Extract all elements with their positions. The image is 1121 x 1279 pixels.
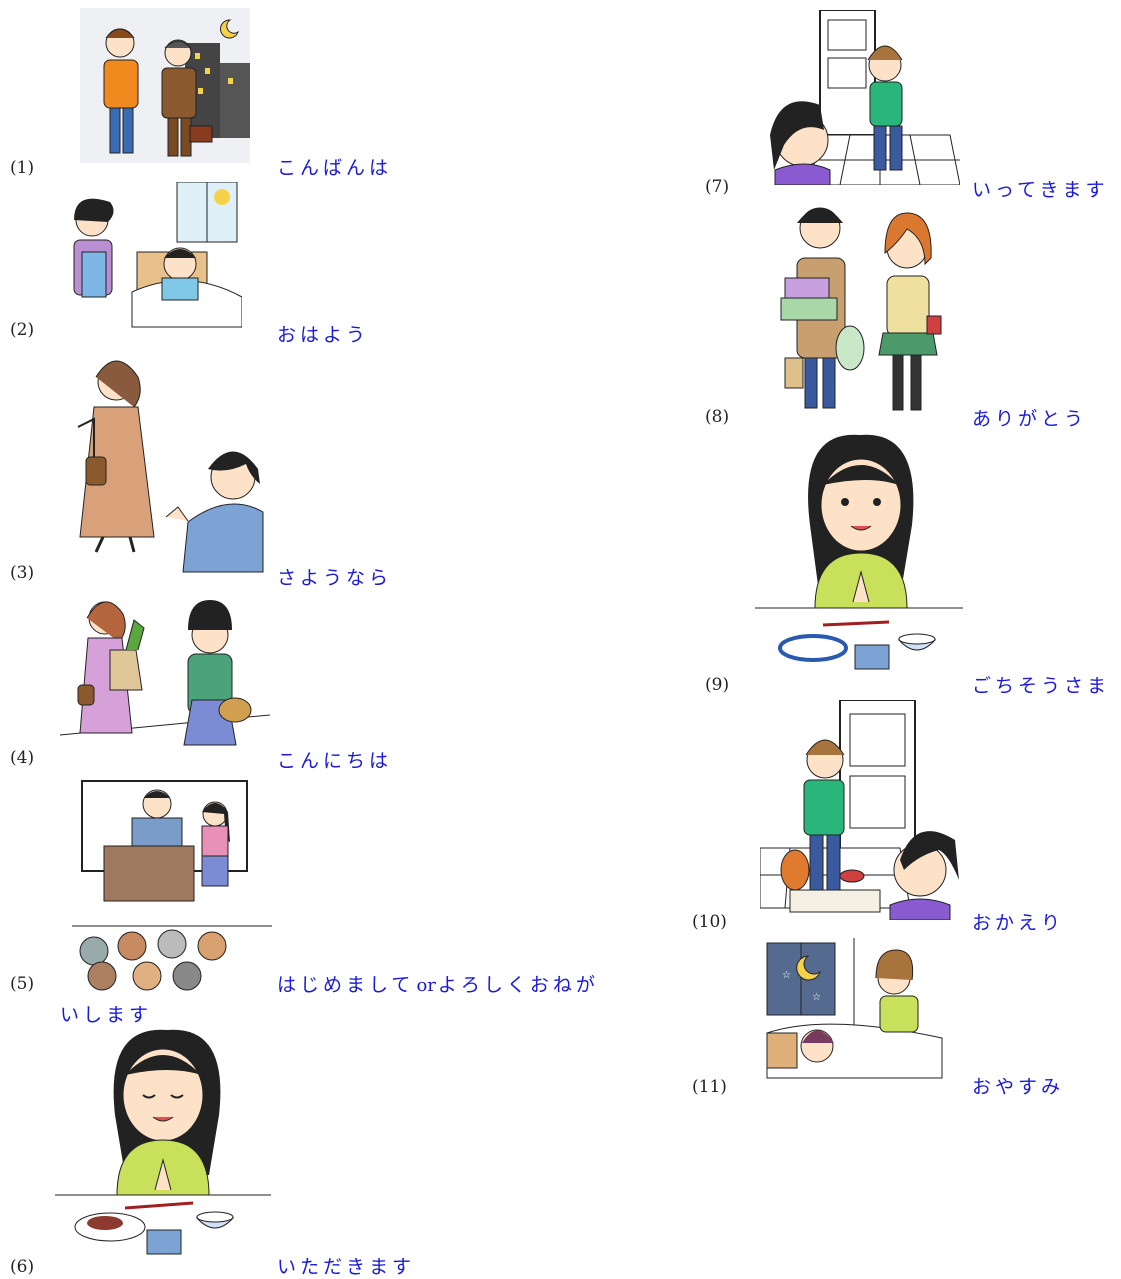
item-number: (5): [10, 974, 35, 994]
phrase-label: ごちそうさま: [972, 675, 1111, 697]
coming-home-icon: [760, 700, 960, 920]
item-number: (9): [705, 675, 730, 695]
leaving-home-icon: [760, 10, 960, 185]
phrase-part-b: よろしくおねが: [437, 974, 599, 996]
item-number: (8): [705, 407, 730, 427]
phrase-part-a: はじめまして: [277, 974, 415, 996]
phrase-label: いただきます: [277, 1256, 416, 1278]
phrase-continuation: いします: [60, 1004, 153, 1026]
svg-text:☆: ☆: [812, 992, 821, 1003]
woman-waving-goodbye-icon: [68, 347, 268, 575]
item-number: (3): [10, 563, 35, 583]
item-number: (10): [692, 912, 727, 932]
classroom-introduction-icon: [72, 776, 272, 991]
phrase-label: おかえり: [972, 912, 1065, 934]
item-number: (4): [10, 748, 35, 768]
receiving-gifts-icon: [775, 198, 945, 420]
girl-after-meal-icon: [755, 430, 965, 670]
phrase-label: おやすみ: [972, 1076, 1065, 1098]
phrase-label: こんにちは: [277, 750, 393, 772]
two-men-night-icon: [80, 8, 250, 168]
women-greeting-icon: [60, 590, 270, 768]
phrase-label: いってきます: [972, 179, 1109, 201]
phrase-label: おはよう: [277, 324, 370, 346]
girl-before-meal-icon: [55, 1025, 271, 1255]
goodnight-icon: ☆☆: [762, 938, 947, 1088]
or-word: or: [416, 975, 436, 996]
item-number: (6): [10, 1257, 35, 1277]
phrase-label: ありがとう: [972, 408, 1088, 430]
item-number: (1): [10, 158, 35, 178]
phrase-label: こんばんは: [277, 157, 393, 179]
item-number: (2): [10, 320, 35, 340]
phrase-label: さようなら: [277, 567, 393, 589]
item-number: (11): [692, 1077, 727, 1097]
mother-waking-boy-icon: [62, 182, 242, 332]
svg-text:☆: ☆: [782, 970, 791, 981]
item-number: (7): [705, 177, 730, 197]
